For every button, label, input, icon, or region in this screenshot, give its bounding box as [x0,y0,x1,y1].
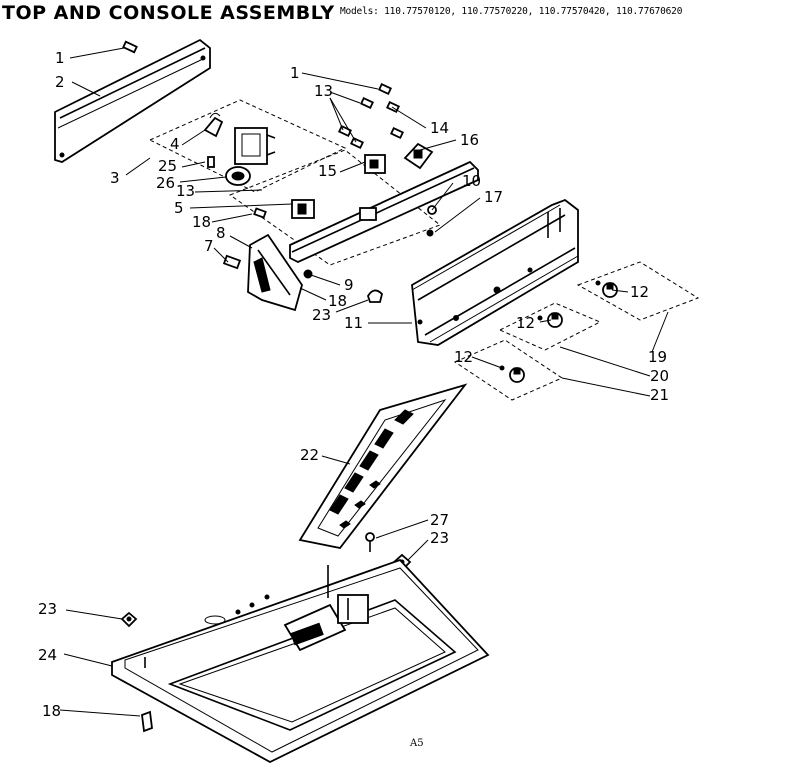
callout-13: 13 [176,182,195,200]
knob-group-21 [453,339,564,401]
callout-5: 5 [174,199,184,217]
callout-1: 1 [55,49,65,67]
callout-17: 17 [484,188,503,206]
timer-motor [234,127,276,165]
callout-16: 16 [460,131,479,149]
screw-27 [365,532,375,552]
callout-21: 21 [650,386,669,404]
callout-12-c: 12 [454,348,473,366]
leader-lines [59,47,669,717]
switch-part [203,112,224,138]
callout-9: 9 [344,276,354,294]
callout-27: 27 [430,511,449,529]
callout-24: 24 [38,646,57,664]
callout-22: 22 [300,446,319,464]
dryer-top-panel [111,558,490,764]
back-trim-plate [54,38,211,163]
callout-19: 19 [648,348,667,366]
console-bracket [289,160,479,263]
switch-15 [364,154,386,174]
callout-12-b: 12 [516,314,535,332]
callout-11: 11 [344,314,363,332]
callout-23: 23 [312,306,331,324]
callout-18-bottom: 18 [42,702,61,720]
callout-15: 15 [318,162,337,180]
small-clip [207,156,215,168]
lint-filter [298,383,468,549]
callout-7: 7 [204,237,214,255]
clip-23 [367,289,383,303]
console-end-cap [247,233,303,312]
callout-8: 8 [216,224,226,242]
callout-18: 18 [192,213,211,231]
knob-group-19 [576,261,700,321]
callout-3: 3 [110,169,120,187]
screw-7 [222,254,242,270]
screws-upper [338,82,404,150]
callout-26: 26 [156,174,175,192]
bumper-18 [141,710,153,733]
callout-23-right: 23 [430,529,449,547]
callout-10: 10 [462,172,481,190]
callout-23-left: 23 [38,600,57,618]
callout-4: 4 [170,135,180,153]
console-panel [411,198,579,346]
callout-2: 2 [55,73,65,91]
callout-13-upper: 13 [314,82,333,100]
page-title: TOP AND CONSOLE ASSEMBLY [2,2,335,24]
screw [122,40,138,54]
timer-knob [225,166,251,186]
callout-20: 20 [650,367,669,385]
models-list: Models: 110.77570120, 110.77570220, 110.… [340,6,683,17]
knob-group-20 [498,302,602,351]
page-code: A5 [409,738,424,749]
callout-labels: 1 2 3 4 25 26 13 5 18 8 7 1 13 14 16 15 … [38,49,669,720]
clip-23-left [120,611,138,628]
callout-14: 14 [430,119,449,137]
callout-1-upper: 1 [290,64,300,82]
callout-12-a: 12 [630,283,649,301]
bracket-clip [253,199,315,219]
switch-16 [403,142,434,170]
callout-25: 25 [158,157,177,175]
callout-18-mid: 18 [328,292,347,310]
